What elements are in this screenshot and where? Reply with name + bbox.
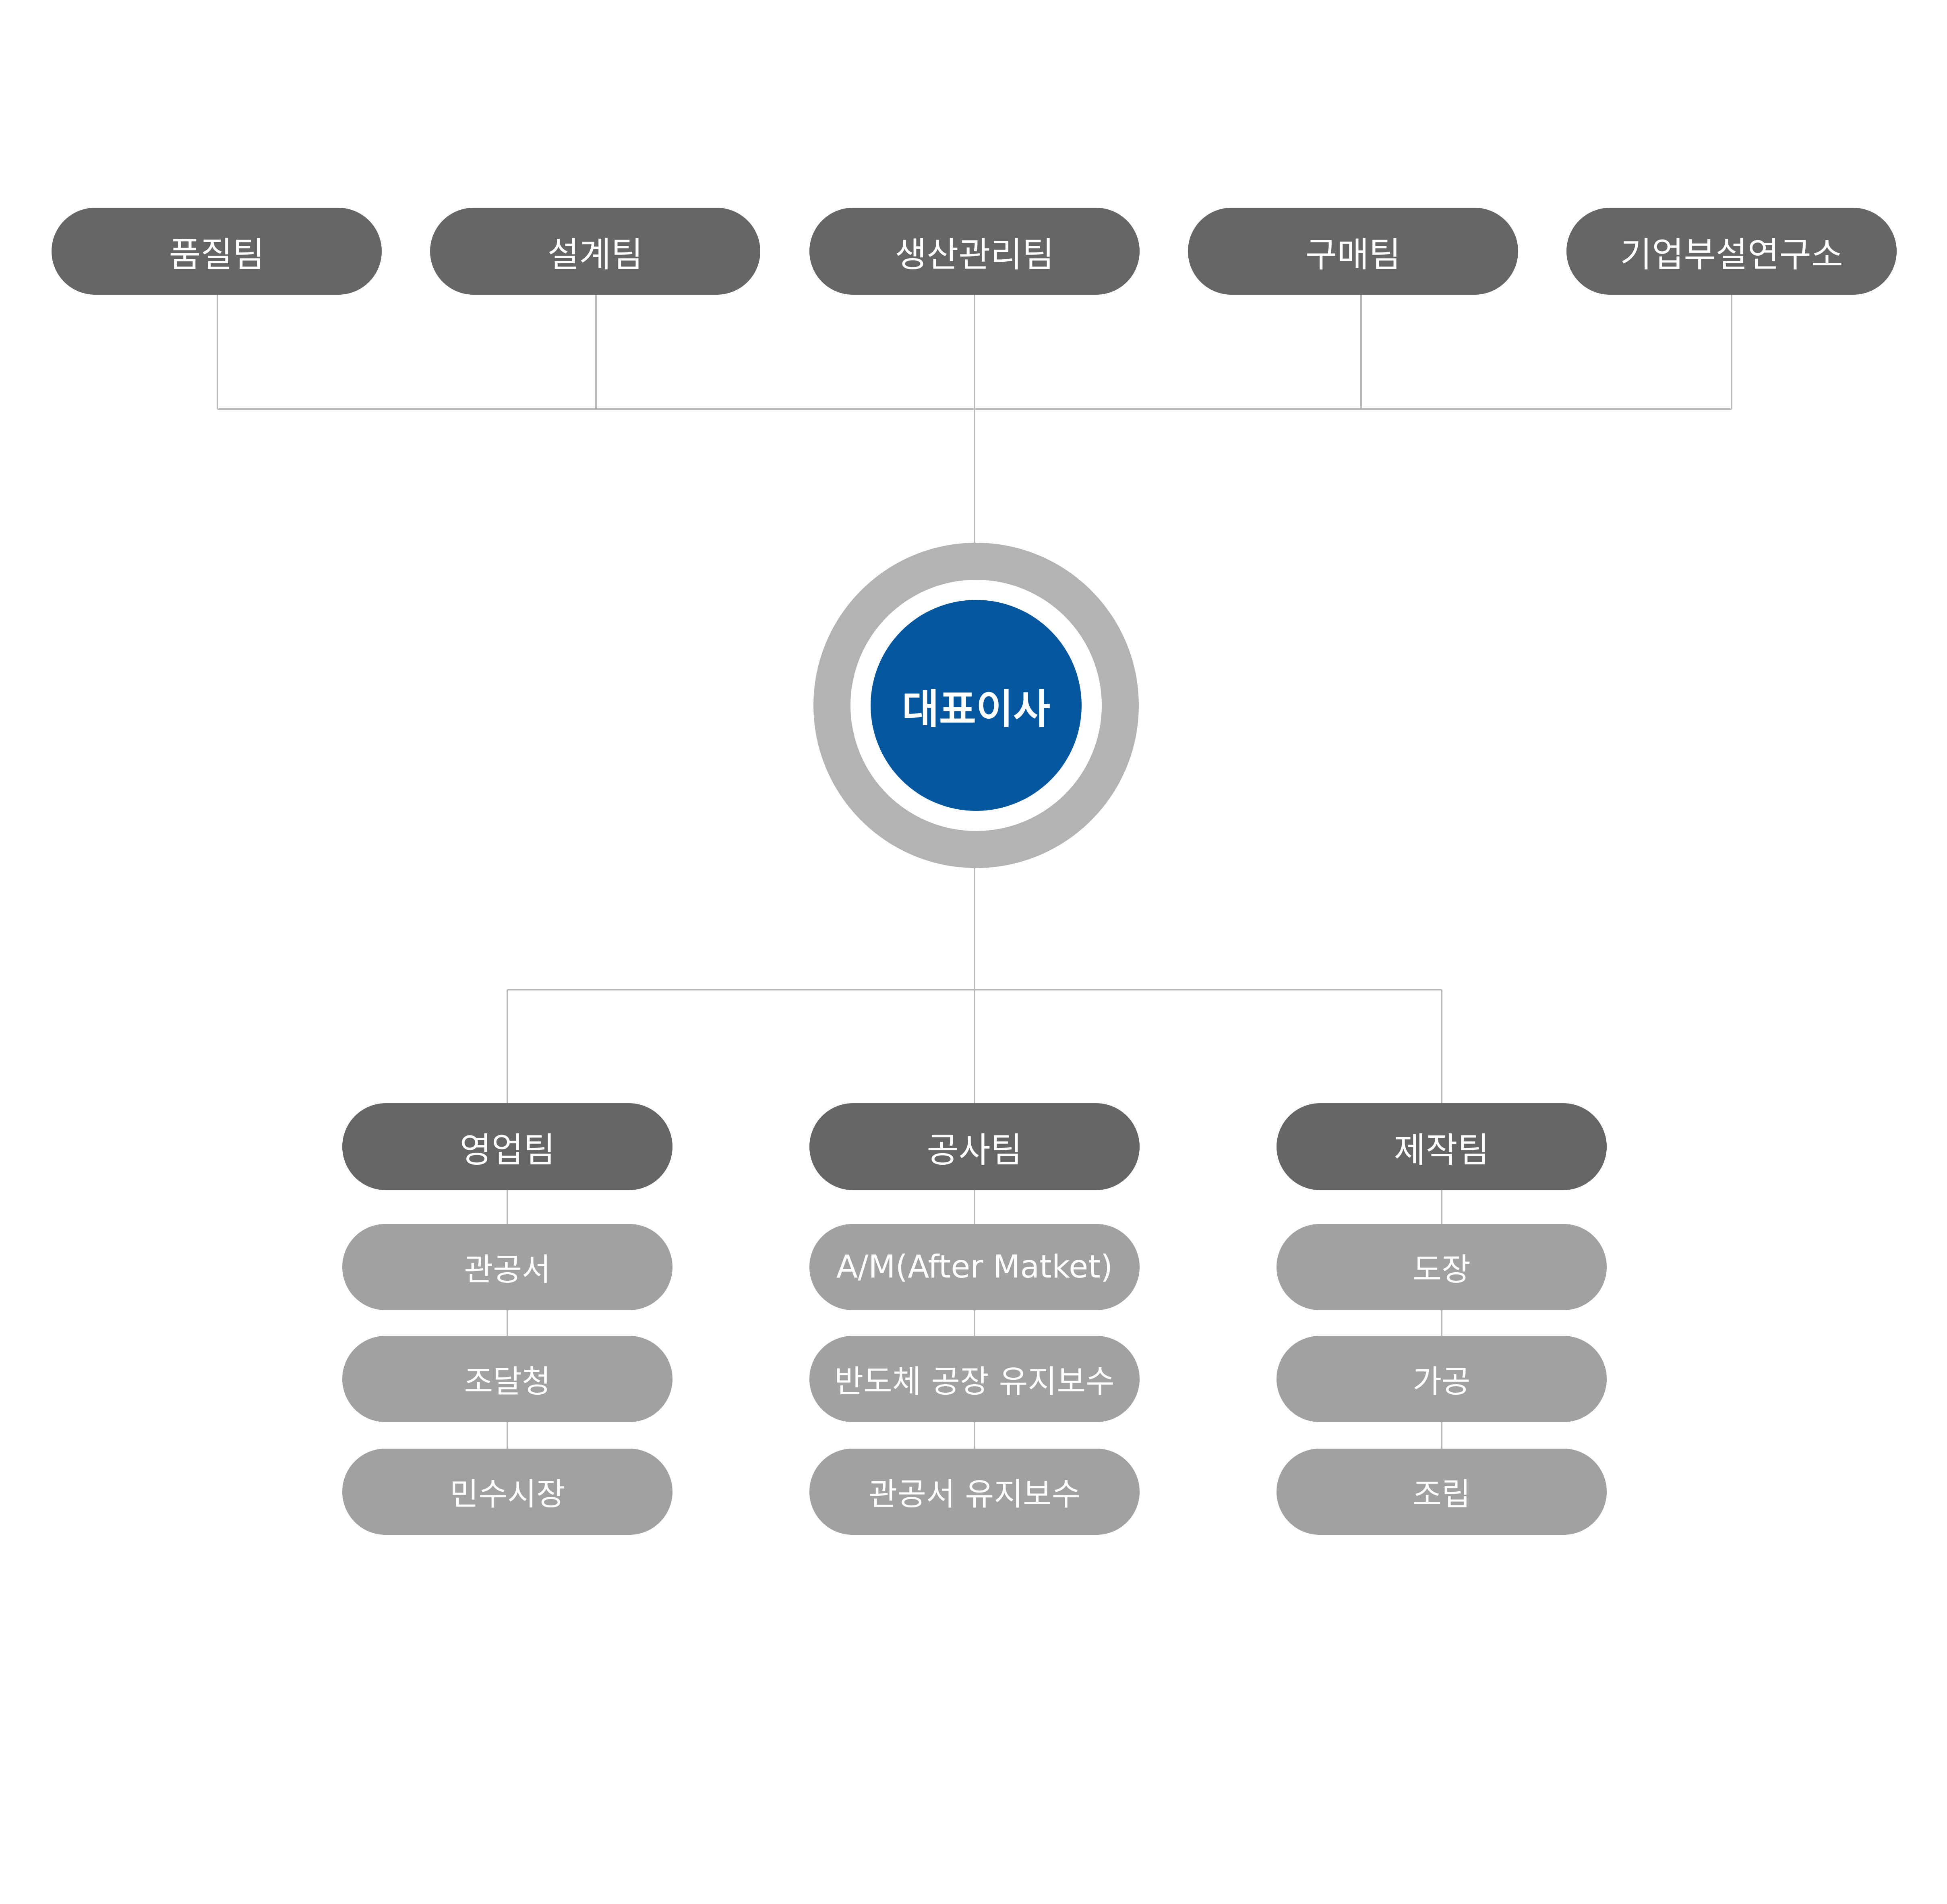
sales-item-public-office: 관공서 [342, 1224, 672, 1310]
fabrication-item-label: 조립 [1413, 1476, 1471, 1513]
sales-item-label: 민수시장 [449, 1476, 565, 1513]
top-team-design: 설계팀 [430, 208, 760, 295]
top-team-production-label: 생산관리팀 [895, 234, 1054, 275]
ceo-label: 대표이사 [902, 685, 1050, 733]
construction-item-label: 반도체 공장 유지보수 [834, 1364, 1115, 1400]
fabrication-item-label: 도장 [1413, 1252, 1471, 1288]
top-team-purchasing: 구매팀 [1188, 208, 1518, 295]
fabrication-item-assembly: 조립 [1277, 1449, 1607, 1535]
bottom-team-fabrication: 제작팀 [1277, 1103, 1607, 1190]
top-team-design-label: 설계팀 [547, 234, 643, 275]
bottom-team-fabrication-label: 제작팀 [1394, 1130, 1490, 1170]
construction-item-public-maintenance: 관공서 유지보수 [809, 1449, 1140, 1535]
top-team-production: 생산관리팀 [809, 208, 1140, 295]
bottom-team-sales-label: 영업팀 [459, 1130, 555, 1170]
top-team-research-lab-label: 기업부설연구소 [1620, 234, 1843, 275]
bottom-team-construction: 공사팀 [809, 1103, 1140, 1190]
fabrication-item-painting: 도장 [1277, 1224, 1607, 1310]
bottom-team-construction-label: 공사팀 [927, 1130, 1022, 1170]
top-team-research-lab: 기업부설연구소 [1566, 208, 1897, 295]
bottom-team-sales: 영업팀 [342, 1103, 672, 1190]
construction-item-semiconductor-maintenance: 반도체 공장 유지보수 [809, 1336, 1140, 1422]
fabrication-item-label: 가공 [1413, 1364, 1471, 1400]
construction-item-label: A/M(After Matket) [836, 1249, 1113, 1285]
sales-item-private-market: 민수시장 [342, 1449, 672, 1535]
top-team-quality-label: 품질팀 [169, 234, 265, 275]
sales-item-label: 조달청 [464, 1364, 551, 1400]
top-team-purchasing-label: 구매팀 [1305, 234, 1401, 275]
construction-item-after-market: A/M(After Matket) [809, 1224, 1140, 1310]
ceo-node: 대표이사 [871, 600, 1082, 811]
sales-item-label: 관공서 [464, 1252, 551, 1288]
sales-item-procurement: 조달청 [342, 1336, 672, 1422]
top-team-quality: 품질팀 [52, 208, 382, 295]
fabrication-item-machining: 가공 [1277, 1336, 1607, 1422]
construction-item-label: 관공서 유지보수 [868, 1476, 1081, 1513]
